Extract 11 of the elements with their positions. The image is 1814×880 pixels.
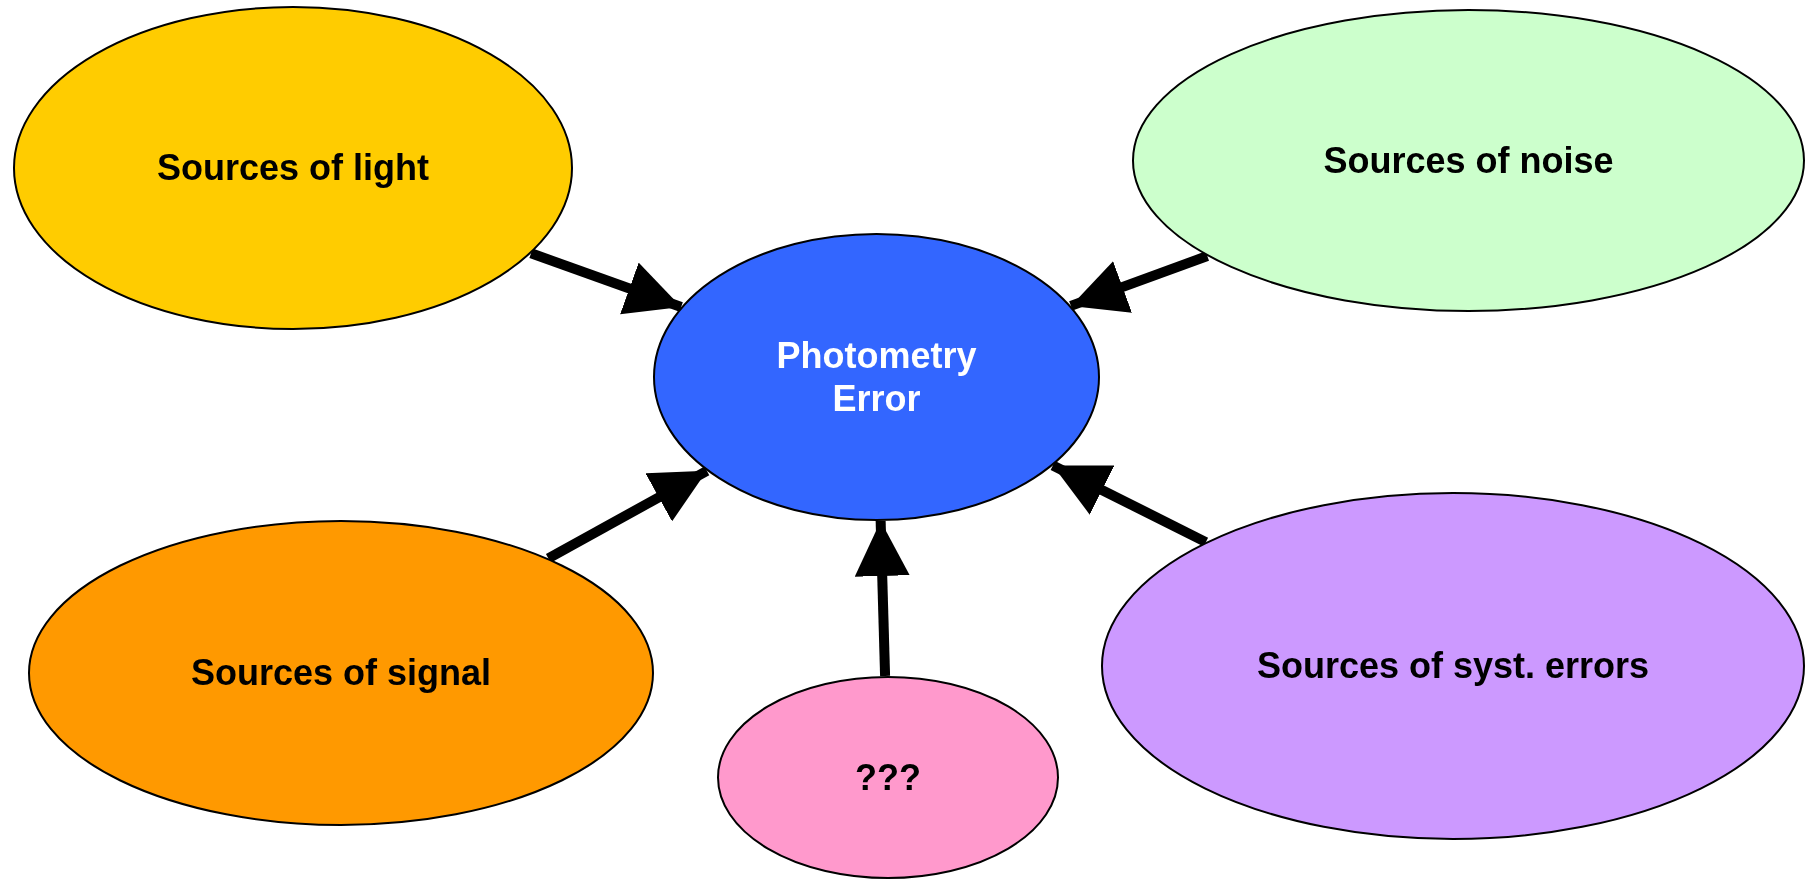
node-label: Sources of signal	[190, 651, 492, 695]
node-label: Sources of noise	[1323, 138, 1614, 183]
arrow	[545, 466, 710, 563]
node-label: Sources of syst. errors	[1256, 644, 1650, 688]
node-label: ???	[855, 755, 921, 800]
node-label: Sources of light	[157, 146, 429, 190]
node-label: Photometry Error	[775, 333, 978, 421]
arrow	[854, 520, 910, 677]
arrow	[1069, 251, 1210, 313]
arrow	[529, 248, 683, 315]
arrow	[1050, 460, 1209, 547]
